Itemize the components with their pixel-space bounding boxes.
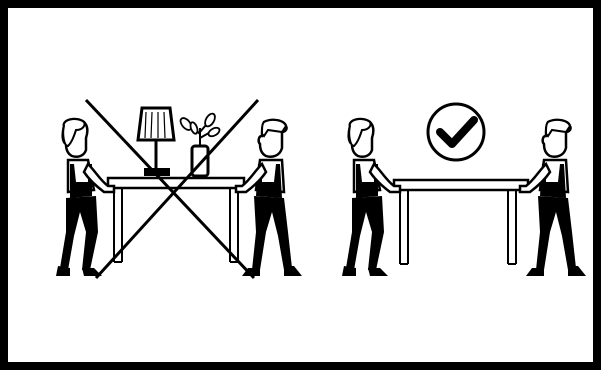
checkmark-icon (428, 104, 484, 160)
